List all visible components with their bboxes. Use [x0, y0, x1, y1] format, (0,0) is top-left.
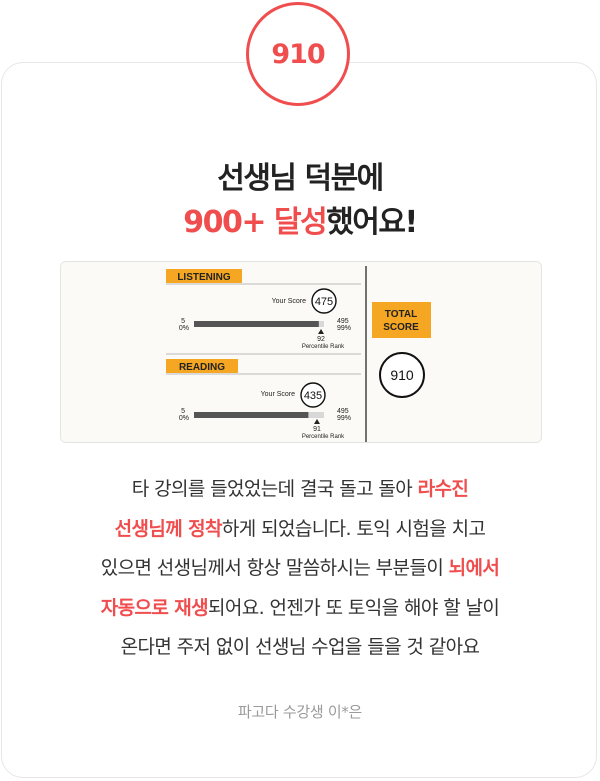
review-line-1-text: 타 강의를 들었었는데 결국 돌고 돌아	[131, 478, 418, 500]
reading-percentile: 91	[313, 426, 321, 433]
reading-score-circle	[300, 382, 326, 408]
headline-rest: 했어요!	[326, 205, 418, 240]
reading-percentile-marker	[314, 419, 320, 424]
review-line-2-text: 하게 되었습니다. 토익 시험을 치고	[221, 517, 486, 540]
score-report-svg: LISTENING Your Score 475 5 0% 495 99% 92…	[61, 262, 541, 442]
reading-bar-fill	[194, 412, 309, 418]
reading-max: 495	[337, 408, 349, 415]
reading-min: 5	[181, 408, 185, 415]
review-line-2: 선생님께 정착하게 되었습니다. 토익 시험을 치고	[30, 510, 570, 550]
listening-max: 495	[337, 318, 349, 325]
reading-label-box	[166, 359, 238, 373]
listening-percentile: 92	[317, 336, 325, 343]
review-line-3-text: 있으면 선생님께서 항상 말씀하시는 부분들이	[100, 557, 449, 579]
review-line-4-text: 되어요. 언젠가 또 토익을 해야 할 날이	[208, 596, 500, 619]
reading-max-pct: 99%	[337, 415, 351, 422]
listening-score-circle	[311, 288, 337, 314]
headline-highlight: 900+ 달성	[183, 205, 327, 240]
review-line-3: 있으면 선생님께서 항상 말씀하시는 부분들이 뇌에서	[30, 549, 570, 589]
listening-bar-fill	[194, 321, 319, 327]
listening-label: LISTENING	[177, 272, 231, 283]
listening-min: 5	[181, 318, 185, 325]
total-score: 910	[390, 367, 414, 383]
reading-your-score-label: Your Score	[261, 391, 295, 398]
total-label-line1: TOTAL	[385, 309, 417, 320]
reading-label: READING	[179, 362, 225, 373]
review-highlight-teacher: 라수진	[417, 478, 469, 500]
listening-your-score-label: Your Score	[272, 298, 306, 305]
listening-max-pct: 99%	[337, 325, 351, 332]
review-highlight-brain: 뇌에서	[448, 557, 500, 579]
review-line-4: 자동으로 재생되어요. 언젠가 또 토익을 해야 할 날이	[30, 589, 570, 629]
review-highlight-settled: 선생님께 정착	[114, 517, 223, 540]
reading-percentile-label: Percentile Rank	[302, 434, 345, 440]
review-line-1: 타 강의를 들었었는데 결국 돌고 돌아 라수진	[30, 470, 570, 510]
total-score-circle	[379, 352, 425, 398]
reviewer-signature: 파고다 수강생 이*은	[237, 703, 363, 721]
reading-min-pct: 0%	[179, 415, 189, 422]
listening-min-pct: 0%	[179, 325, 189, 332]
listening-percentile-marker	[318, 329, 324, 334]
review-line-5: 온다면 주저 없이 선생님 수업을 들을 것 같아요	[120, 636, 480, 658]
headline-line2: 900+ 달성했어요!	[0, 197, 600, 241]
total-label-line2: SCORE	[383, 322, 419, 333]
review-highlight-replay: 자동으로 재생	[100, 596, 209, 619]
badge-score-text: 910	[271, 38, 325, 70]
headline-line1: 선생님 덕분에	[217, 161, 384, 196]
listening-score: 475	[315, 296, 333, 308]
listening-percentile-label: Percentile Rank	[302, 344, 345, 350]
score-report-image: LISTENING Your Score 475 5 0% 495 99% 92…	[60, 261, 542, 443]
reading-score: 435	[304, 390, 322, 402]
review-text: 타 강의를 들었었는데 결국 돌고 돌아 라수진 선생님께 정착하게 되었습니다…	[30, 470, 570, 668]
total-label-box	[372, 302, 431, 338]
listening-label-box	[166, 269, 242, 283]
score-badge-top: 910	[246, 2, 350, 106]
